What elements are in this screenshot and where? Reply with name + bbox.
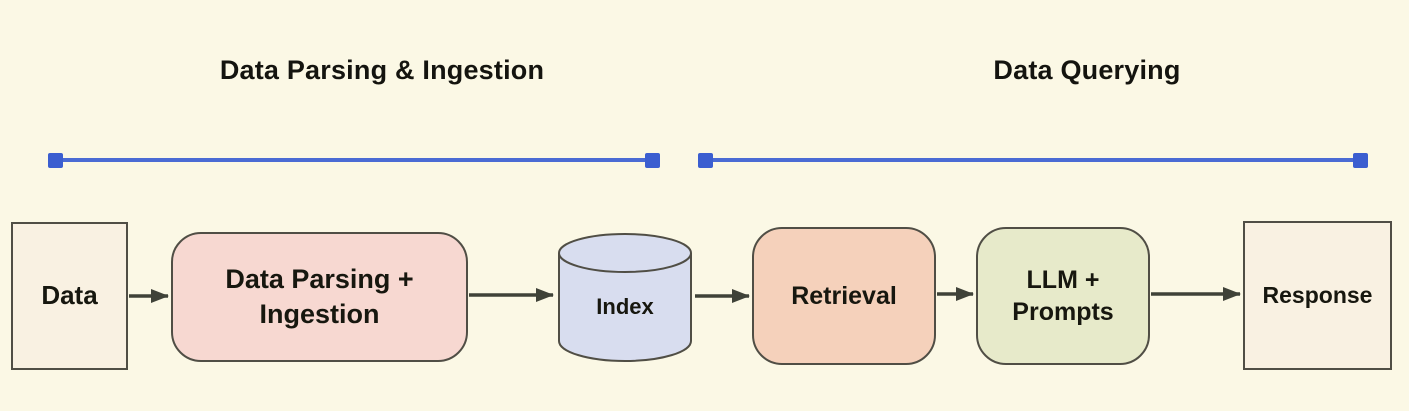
node-response-label: Response xyxy=(1262,281,1373,308)
span-line-bar xyxy=(55,158,653,162)
span-line-ingestion xyxy=(48,153,660,168)
node-llm-prompts-label: LLM + Prompts xyxy=(1012,266,1114,326)
node-index-label: Index xyxy=(596,294,654,319)
node-data-parsing-ingestion: Data Parsing + Ingestion xyxy=(171,232,468,362)
span-endpoint-square xyxy=(698,153,713,168)
section-label-data-parsing-ingestion: Data Parsing & Ingestion xyxy=(219,55,545,85)
span-endpoint-square xyxy=(48,153,63,168)
node-data-parsing-ingestion-label: Data Parsing + Ingestion xyxy=(225,264,414,329)
node-llm-prompts: LLM + Prompts xyxy=(976,227,1150,365)
span-endpoint-square xyxy=(645,153,660,168)
node-data-label: Data xyxy=(41,280,98,311)
node-retrieval-label: Retrieval xyxy=(791,282,897,310)
node-retrieval: Retrieval xyxy=(752,227,936,365)
node-data: Data xyxy=(11,222,128,370)
node-index: Index xyxy=(556,231,694,363)
node-response: Response xyxy=(1243,221,1392,370)
section-label-data-querying: Data Querying xyxy=(993,55,1181,85)
database-cylinder-icon xyxy=(558,233,692,362)
span-endpoint-square xyxy=(1353,153,1368,168)
span-line-querying xyxy=(698,153,1368,168)
span-line-bar xyxy=(705,158,1361,162)
